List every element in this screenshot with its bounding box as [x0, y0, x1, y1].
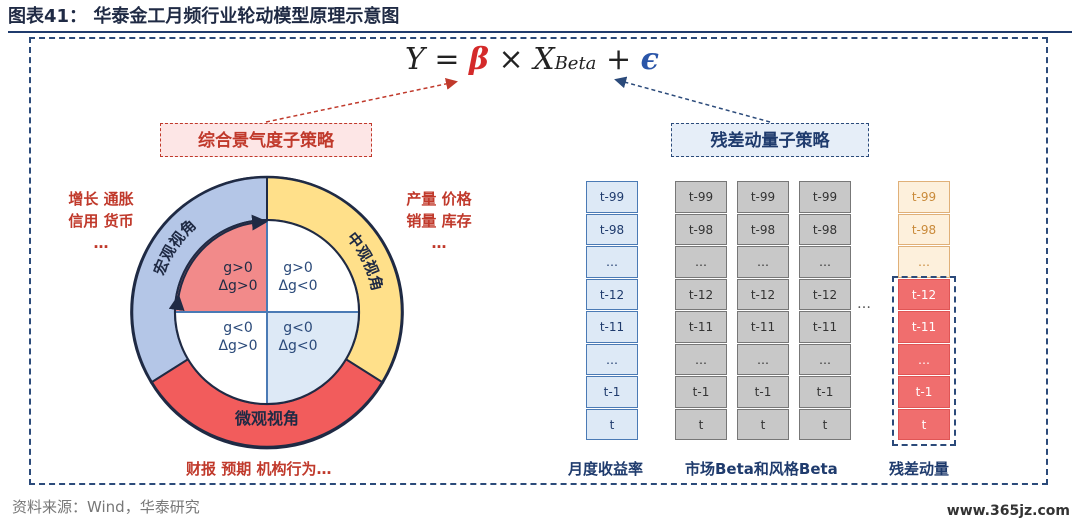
column-cell: t-12 — [675, 278, 727, 310]
column-cell: t-1 — [737, 376, 789, 408]
column-cell: t-11 — [586, 311, 638, 343]
column-cell: … — [675, 343, 727, 375]
eq-times: × — [498, 42, 524, 77]
column-cell: … — [737, 246, 789, 278]
macro-factors-text: 增长 通胀 信用 货币 … — [68, 190, 134, 252]
model-equation: Y = β × XBeta + ϵ — [405, 42, 659, 77]
column-cell: t-98 — [898, 213, 950, 245]
eq-epsilon: ϵ — [640, 42, 659, 77]
arrow-to-epsilon — [614, 76, 771, 123]
cycle-arrow — [168, 214, 268, 311]
returns-label: 月度收益率 — [568, 460, 644, 478]
q1-line2: Δg>0 — [218, 278, 257, 294]
quadrant-3 — [175, 312, 267, 404]
column-cell: t — [898, 408, 950, 440]
column-cell: … — [586, 246, 638, 278]
eq-equals: = — [434, 42, 460, 77]
residual-label: 残差动量 — [889, 460, 950, 478]
column-cell: t-11 — [799, 311, 851, 343]
column-cell: t-99 — [799, 181, 851, 213]
ring-outer-border — [130, 175, 404, 449]
watermark: www.365jz.com — [946, 503, 1070, 519]
eq-x: X — [533, 42, 555, 77]
column-cell: t-98 — [675, 213, 727, 245]
ring-micro-label: 微观视角 — [234, 409, 299, 428]
column-cell: t-11 — [898, 311, 950, 343]
eq-lhs: Y — [405, 42, 425, 77]
column-cell: t-12 — [799, 278, 851, 310]
column-cell: t — [586, 408, 638, 440]
column-cell: … — [799, 343, 851, 375]
column-cell: t-99 — [675, 181, 727, 213]
column-cell: t-11 — [675, 311, 727, 343]
meso-factors-text: 产量 价格 销量 库存 … — [406, 190, 472, 252]
column-cell: t-99 — [586, 181, 638, 213]
column-cell: t — [737, 408, 789, 440]
column-cell: t-1 — [675, 376, 727, 408]
column-cell: t-1 — [898, 376, 950, 408]
column-cell: … — [586, 343, 638, 375]
q3-line2: Δg>0 — [218, 338, 257, 354]
column-cell: … — [737, 343, 789, 375]
column-cell: t-98 — [586, 213, 638, 245]
column-cell: t-12 — [586, 278, 638, 310]
eq-plus: + — [605, 42, 632, 77]
q4-line1: g<0 — [283, 320, 313, 336]
diagram-frame — [29, 37, 1048, 485]
column-cell: … — [799, 246, 851, 278]
column-cell: … — [898, 246, 950, 278]
column-cell: t-99 — [898, 181, 950, 213]
q2-line1: g>0 — [283, 260, 313, 276]
column-cell: t — [675, 408, 727, 440]
q4-line2: Δg<0 — [278, 338, 317, 354]
residual-momentum-box: 残差动量子策略 — [671, 123, 869, 157]
composite-prosperity-box: 综合景气度子策略 — [160, 123, 372, 157]
q3-line1: g<0 — [223, 320, 253, 336]
column-cell: t-98 — [799, 213, 851, 245]
micro-factors-text: 财报 预期 机构行为… — [186, 460, 332, 478]
q2-line2: Δg<0 — [278, 278, 317, 294]
column-cell: t-11 — [737, 311, 789, 343]
q1-line1: g>0 — [223, 260, 253, 276]
beta-label: 市场Beta和风格Beta — [685, 460, 838, 478]
figure-title: 图表41： 华泰金工月频行业轮动模型原理示意图 — [8, 4, 1072, 33]
more-columns-dots: … — [857, 296, 871, 312]
source-note: 资料来源：Wind，华泰研究 — [12, 498, 200, 516]
residual-highlight-frame — [892, 276, 956, 446]
quadrant-2 — [267, 220, 359, 312]
quadrant-4 — [267, 312, 359, 404]
column-cell: t-1 — [799, 376, 851, 408]
column-cell: … — [898, 343, 950, 375]
column-cell: t-12 — [898, 278, 950, 310]
eq-x-sub: Beta — [554, 53, 597, 74]
column-cell: t-99 — [737, 181, 789, 213]
column-cell: t-98 — [737, 213, 789, 245]
column-cell: … — [675, 246, 727, 278]
column-cell: t-1 — [586, 376, 638, 408]
column-cell: t — [799, 408, 851, 440]
eq-beta: β — [469, 42, 489, 77]
column-cell: t-12 — [737, 278, 789, 310]
